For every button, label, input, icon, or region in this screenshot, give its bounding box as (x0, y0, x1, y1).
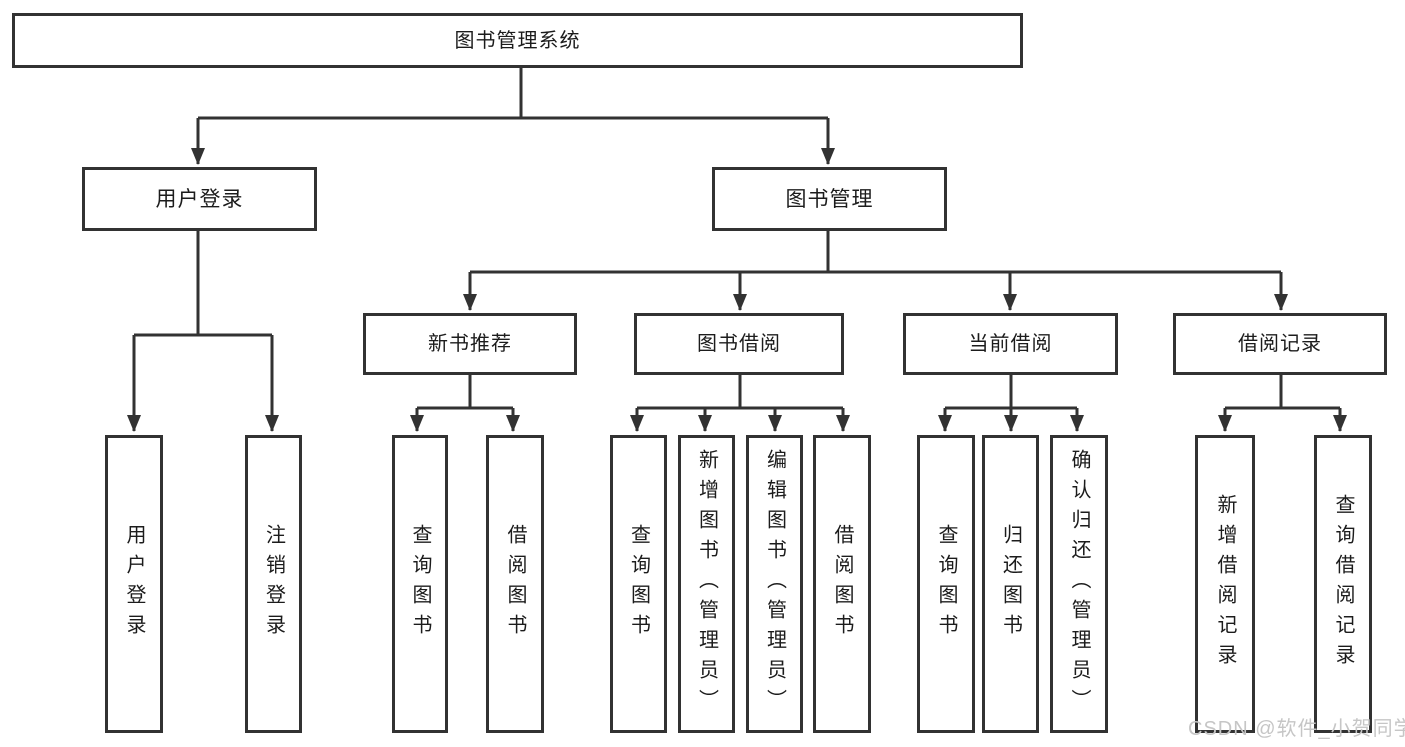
leaf-query-books: 查询图书 (392, 435, 448, 733)
node-book-management: 图书管理 (712, 167, 947, 231)
leaf-add-books-admin: 新增图书（管理员） (678, 435, 735, 733)
csdn-watermark: CSDN @软件_小贺同学 (1188, 718, 1405, 740)
node-book-borrow: 图书借阅 (634, 313, 844, 375)
leaf-edit-books-admin: 编辑图书（管理员） (746, 435, 803, 733)
leaf-borrow-books: 借阅图书 (486, 435, 544, 733)
node-borrow-records: 借阅记录 (1173, 313, 1387, 375)
leaf-query-books: 查询图书 (610, 435, 667, 733)
node-current-borrow: 当前借阅 (903, 313, 1118, 375)
leaf-user-login: 用户登录 (105, 435, 163, 733)
leaf-query-books: 查询图书 (917, 435, 975, 733)
node-new-book-recommend: 新书推荐 (363, 313, 577, 375)
leaf-logout: 注销登录 (245, 435, 302, 733)
node-library-management-system: 图书管理系统 (12, 13, 1023, 68)
leaf-return-books: 归还图书 (982, 435, 1039, 733)
leaf-confirm-return-admin: 确认归还（管理员） (1050, 435, 1108, 733)
leaf-query-borrow-record: 查询借阅记录 (1314, 435, 1372, 733)
leaf-add-borrow-record: 新增借阅记录 (1195, 435, 1255, 733)
leaf-borrow-books: 借阅图书 (813, 435, 871, 733)
node-user-login: 用户登录 (82, 167, 317, 231)
